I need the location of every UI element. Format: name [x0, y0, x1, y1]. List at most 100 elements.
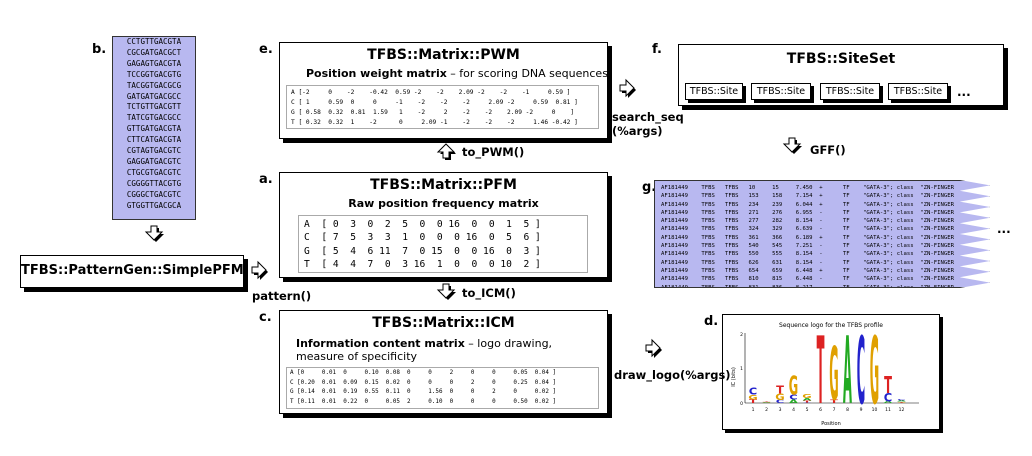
icm-title: TFBS::Matrix::ICM: [372, 315, 515, 331]
logo-letter-t: T: [776, 384, 784, 396]
site-2: TFBS::Site: [751, 83, 811, 100]
logo-letter-g: G: [748, 394, 757, 402]
arrow-to-pwm: [437, 143, 457, 161]
logo-letter-a: A: [897, 400, 907, 402]
pwm-matrix-text: A [-2 0 -2 -0.42 0.59 -2 -2 2.09 -2 -2 -…: [291, 89, 578, 126]
draw-logo-label: draw_logo(%args): [614, 368, 731, 382]
site-1: TFBS::Site: [685, 83, 743, 100]
siteset-title: TFBS::SiteSet: [786, 51, 896, 67]
logo-xlabel: Position: [821, 421, 840, 427]
logo-letter-a: A: [762, 403, 772, 404]
sequence-line: GAGGATGACGTC: [126, 156, 182, 166]
gff-ellipsis: ...: [997, 222, 1011, 236]
logo-ytick-0: 0: [740, 401, 743, 407]
sequence-line: TCCGGTGACGTG: [126, 69, 182, 79]
logo-position-label: 2: [765, 407, 768, 413]
panel-label-d: d.: [704, 314, 719, 329]
pwm-matrix: A [-2 0 -2 -0.42 0.59 -2 -2 2.09 -2 -2 -…: [286, 85, 599, 129]
panel-label-f: f.: [652, 42, 662, 57]
logo-position-label: 9: [860, 407, 863, 413]
logo-ytick-1: 1: [740, 366, 743, 372]
logo-position-label: 1: [752, 407, 755, 413]
logo-letter-g: G: [829, 334, 838, 418]
logo-letter-g: G: [802, 394, 811, 400]
site-3: TFBS::Site: [820, 83, 880, 100]
logo-letter-a: A: [789, 399, 798, 404]
gff-output: AF181449 TFBS TFBS 10 15 7.450 + TF "GAT…: [654, 180, 990, 288]
site-4: TFBS::Site: [888, 83, 948, 100]
logo-letter-a: A: [884, 401, 894, 404]
icm-box: TFBS::Matrix::ICM Information content ma…: [279, 310, 608, 414]
sequence-logo: Sequence logo for the TFBS profile IC (b…: [731, 316, 919, 427]
icm-matrix-text: A [0 0.01 0 0.10 0.08 0 0 2 0 0 0.05 0.0…: [290, 370, 556, 405]
panel-label-a: a.: [259, 172, 273, 187]
logo-letter-g: G: [870, 316, 879, 425]
siteset-box: TFBS::SiteSet TFBS::Site TFBS::Site TFBS…: [678, 44, 1004, 106]
arrow-sequences-to-simplepfm: [145, 225, 165, 243]
logo-position-label: 4: [792, 407, 795, 413]
pwm-subtitle-note: – for scoring DNA sequences: [446, 67, 608, 80]
logo-ytick-2: 2: [740, 332, 743, 338]
panel-label-c: c.: [259, 310, 272, 325]
logo-position-label: 10: [872, 407, 878, 413]
to-icm-label: to_ICM(): [462, 286, 516, 300]
logo-letter-g: G: [762, 402, 772, 403]
logo-letter-c: C: [857, 316, 865, 425]
pfm-matrix-text: A [ 0 3 0 2 5 0 0 16 0 0 1 5 ] C [ 7 5 3…: [304, 219, 541, 271]
sequence-line: GAGAGTGACGTA: [126, 58, 182, 68]
pattern-label: pattern(): [252, 289, 312, 303]
pfm-title: TFBS::Matrix::PFM: [370, 177, 517, 193]
sequence-line: CGGGCTGACGTC: [126, 189, 182, 199]
sequence-line: CCTGTTGACGTA: [126, 37, 182, 46]
arrow-to-icm: [437, 283, 457, 301]
logo-letter-g: G: [775, 392, 784, 402]
simplepfm-box: TFBS::PatternGen::SimplePFM: [20, 255, 244, 288]
logo-letter-t: T: [763, 402, 771, 403]
logo-position-label: 7: [833, 407, 836, 413]
logo-letter-a: A: [803, 398, 812, 402]
logo-position-label: 12: [899, 407, 905, 413]
search-seq-text: search_seq: [612, 110, 684, 124]
pfm-matrix: A [ 0 3 0 2 5 0 0 16 0 0 1 5 ] C [ 7 5 3…: [298, 215, 588, 273]
logo-letter-t: T: [830, 399, 838, 404]
panel-label-e: e.: [259, 42, 273, 57]
logo-letter-c: C: [776, 400, 784, 405]
icm-subtitle-line2: measure of specificity: [296, 350, 418, 363]
icm-subtitle-main: Information content matrix: [296, 337, 465, 350]
search-seq-label: search_seq(%args): [612, 110, 684, 138]
icm-subtitle: Information content matrix – logo drawin…: [296, 337, 607, 363]
icm-subtitle-note: – logo drawing,: [464, 337, 553, 350]
sequence-logo-box: Sequence logo for the TFBS profile IC (b…: [722, 314, 940, 430]
panel-label-g: g.: [642, 180, 657, 195]
logo-position-label: 8: [846, 407, 849, 413]
gff-label: GFF(): [810, 143, 846, 157]
logo-letter-c: C: [789, 394, 797, 402]
sequence-line: CGCGATGACGCT: [126, 47, 182, 57]
arrow-gff: [783, 137, 803, 155]
sequence-line: CTTCATGACGTA: [126, 135, 182, 145]
panel-label-b: b.: [92, 42, 107, 57]
icm-matrix: A [0 0.01 0 0.10 0.08 0 0 2 0 0 0.05 0.0…: [286, 367, 599, 409]
siteset-ellipsis: ...: [957, 85, 971, 99]
sequence-line: CGTAGTGACGTC: [126, 146, 182, 156]
pwm-subtitle-main: Position weight matrix: [306, 67, 447, 80]
logo-letter-t: T: [749, 399, 758, 405]
sequence-line: TCTGTTGACGTT: [126, 102, 182, 112]
logo-letter-t: T: [803, 400, 811, 403]
logo-letter-g: G: [897, 402, 907, 403]
pfm-box: TFBS::Matrix::PFM Raw position frequency…: [279, 172, 608, 278]
logo-letter-c: C: [762, 402, 770, 403]
logo-letter-c: C: [803, 402, 811, 403]
to-pwm-label: to_PWM(): [462, 145, 525, 159]
logo-letter-c: C: [897, 398, 905, 400]
sequence-line: GATGATGACGCC: [126, 91, 182, 101]
sequence-line: CTGCGTGACGTC: [126, 167, 182, 177]
simplepfm-title: TFBS::PatternGen::SimplePFM: [21, 263, 244, 278]
sequence-line: TATCGTGACGCC: [126, 113, 182, 123]
pwm-title: TFBS::Matrix::PWM: [367, 47, 520, 63]
arrow-draw-logo: [645, 339, 663, 359]
logo-title: Sequence logo for the TFBS profile: [779, 322, 883, 329]
